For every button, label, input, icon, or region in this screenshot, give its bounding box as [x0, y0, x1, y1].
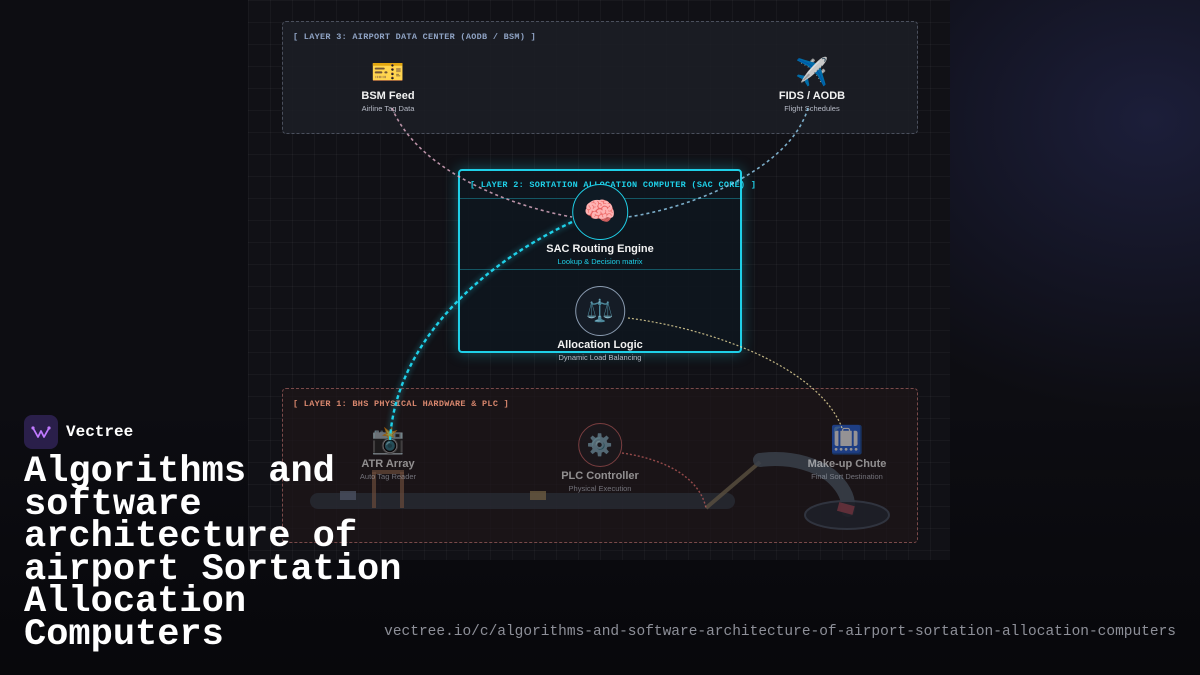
plc-to-diverter-link: [621, 452, 707, 509]
plc-controller-sub: Physical Execution: [568, 484, 632, 493]
sac-routing-engine-sub: Lookup & Decision matrix: [557, 257, 643, 266]
fids-aodb-node: ✈️ FIDS / AODB Flight Schedules: [778, 57, 846, 114]
vectree-logo-icon: [24, 415, 58, 449]
allocation-to-chute-link: [627, 317, 843, 429]
fids-aodb-sub: Flight Schedules: [784, 104, 840, 113]
makeup-chute-label: Make-up Chute: [807, 458, 887, 470]
fids-aodb-label: FIDS / AODB: [778, 90, 846, 102]
brand-name: Vectree: [66, 423, 134, 441]
sac-routing-engine-label: SAC Routing Engine: [546, 243, 654, 255]
bsm-feed-node: 🎫 BSM Feed Airline Tag Data: [361, 57, 415, 114]
atr-array-node: 📸 ATR Array Auto Tag Reader: [359, 425, 417, 482]
bsm-to-sac-link: [391, 107, 573, 218]
layer2-mid-divider: [460, 269, 740, 270]
makeup-chute-sub: Final Sort Destination: [811, 472, 883, 481]
fids-to-sac-link: [627, 107, 809, 218]
gear-icon: ⚙️: [578, 423, 622, 467]
layer2-tag: [ LAYER 2: SORTATION ALLOCATION COMPUTER…: [470, 180, 757, 190]
atr-array-sub: Auto Tag Reader: [359, 472, 417, 481]
plc-controller-node: ⚙️ PLC Controller Physical Execution: [561, 423, 639, 493]
airplane-icon: ✈️: [795, 57, 829, 88]
baggage-icon: 🛄: [830, 425, 864, 456]
sac-to-atr-link: [388, 220, 573, 441]
layer1-tag: [ LAYER 1: BHS PHYSICAL HARDWARE & PLC ]: [293, 399, 510, 409]
allocation-logic-sub: Dynamic Load Balancing: [558, 353, 642, 362]
balance-scale-icon: ⚖️: [575, 286, 625, 336]
ticket-icon: 🎫: [371, 57, 405, 88]
plc-controller-label: PLC Controller: [561, 470, 639, 482]
brand: Vectree: [24, 415, 133, 449]
bsm-feed-sub: Airline Tag Data: [361, 104, 415, 113]
atr-array-label: ATR Array: [361, 458, 415, 470]
allocation-logic-node: ⚖️ Allocation Logic Dynamic Load Balanci…: [557, 286, 643, 362]
bsm-feed-label: BSM Feed: [361, 90, 415, 102]
page-url: vectree.io/c/algorithms-and-software-arc…: [384, 624, 1176, 640]
page-title: Algorithms and software architecture of …: [24, 451, 402, 656]
layer3-tag: [ LAYER 3: AIRPORT DATA CENTER (AODB / B…: [293, 32, 537, 42]
allocation-logic-label: Allocation Logic: [557, 339, 643, 351]
camera-flash-icon: 📸: [371, 425, 405, 456]
brain-icon: 🧠: [571, 184, 628, 240]
makeup-chute-node: 🛄 Make-up Chute Final Sort Destination: [807, 425, 887, 482]
sac-routing-engine-node: 🧠 SAC Routing Engine Lookup & Decision m…: [546, 184, 654, 266]
layer3-panel: [ LAYER 3: AIRPORT DATA CENTER (AODB / B…: [282, 21, 918, 134]
